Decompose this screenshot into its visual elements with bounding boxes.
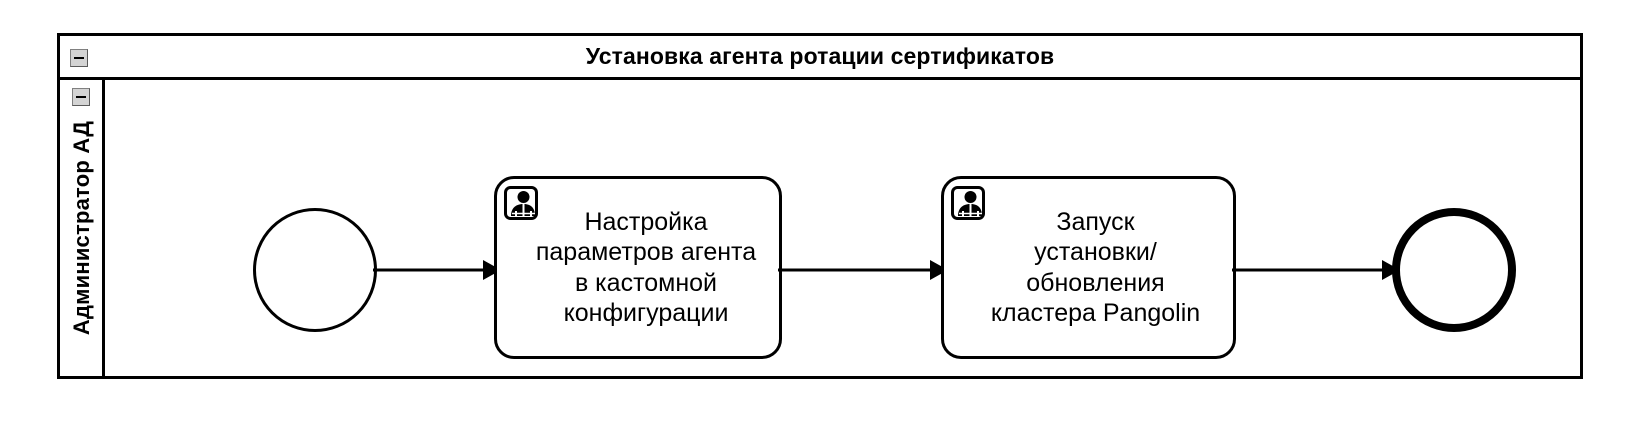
lane: Администратор АД — [60, 80, 1580, 376]
user-task-2-label: Запуск установки/ обновления кластера Pa… — [990, 207, 1201, 328]
pool[interactable]: Установка агента ротации сертификатов Ад… — [57, 33, 1583, 379]
pool-header[interactable]: Установка агента ротации сертификатов — [60, 36, 1580, 80]
lane-header[interactable]: Администратор АД — [60, 80, 105, 376]
end-event[interactable] — [1392, 208, 1516, 332]
user-task-2[interactable]: Запуск установки/ обновления кластера Pa… — [941, 176, 1236, 359]
sequence-flow-3[interactable] — [1232, 253, 1400, 287]
user-icon — [504, 186, 538, 220]
user-task-1[interactable]: Настройка параметров агента в кастомной … — [494, 176, 782, 359]
start-event[interactable] — [253, 208, 377, 332]
sequence-flow-1[interactable] — [373, 253, 501, 287]
user-task-1-label: Настройка параметров агента в кастомной … — [535, 207, 757, 328]
lane-label: Администратор АД — [69, 120, 95, 336]
sequence-flow-2[interactable] — [778, 253, 948, 287]
user-icon — [951, 186, 985, 220]
lane-body: Настройка параметров агента в кастомной … — [105, 80, 1580, 376]
minus-collapse-icon[interactable] — [72, 88, 90, 106]
lane-label-wrapper: Администратор АД — [60, 80, 105, 376]
minus-collapse-icon[interactable] — [70, 49, 88, 67]
pool-title: Установка агента ротации сертификатов — [585, 43, 1055, 69]
